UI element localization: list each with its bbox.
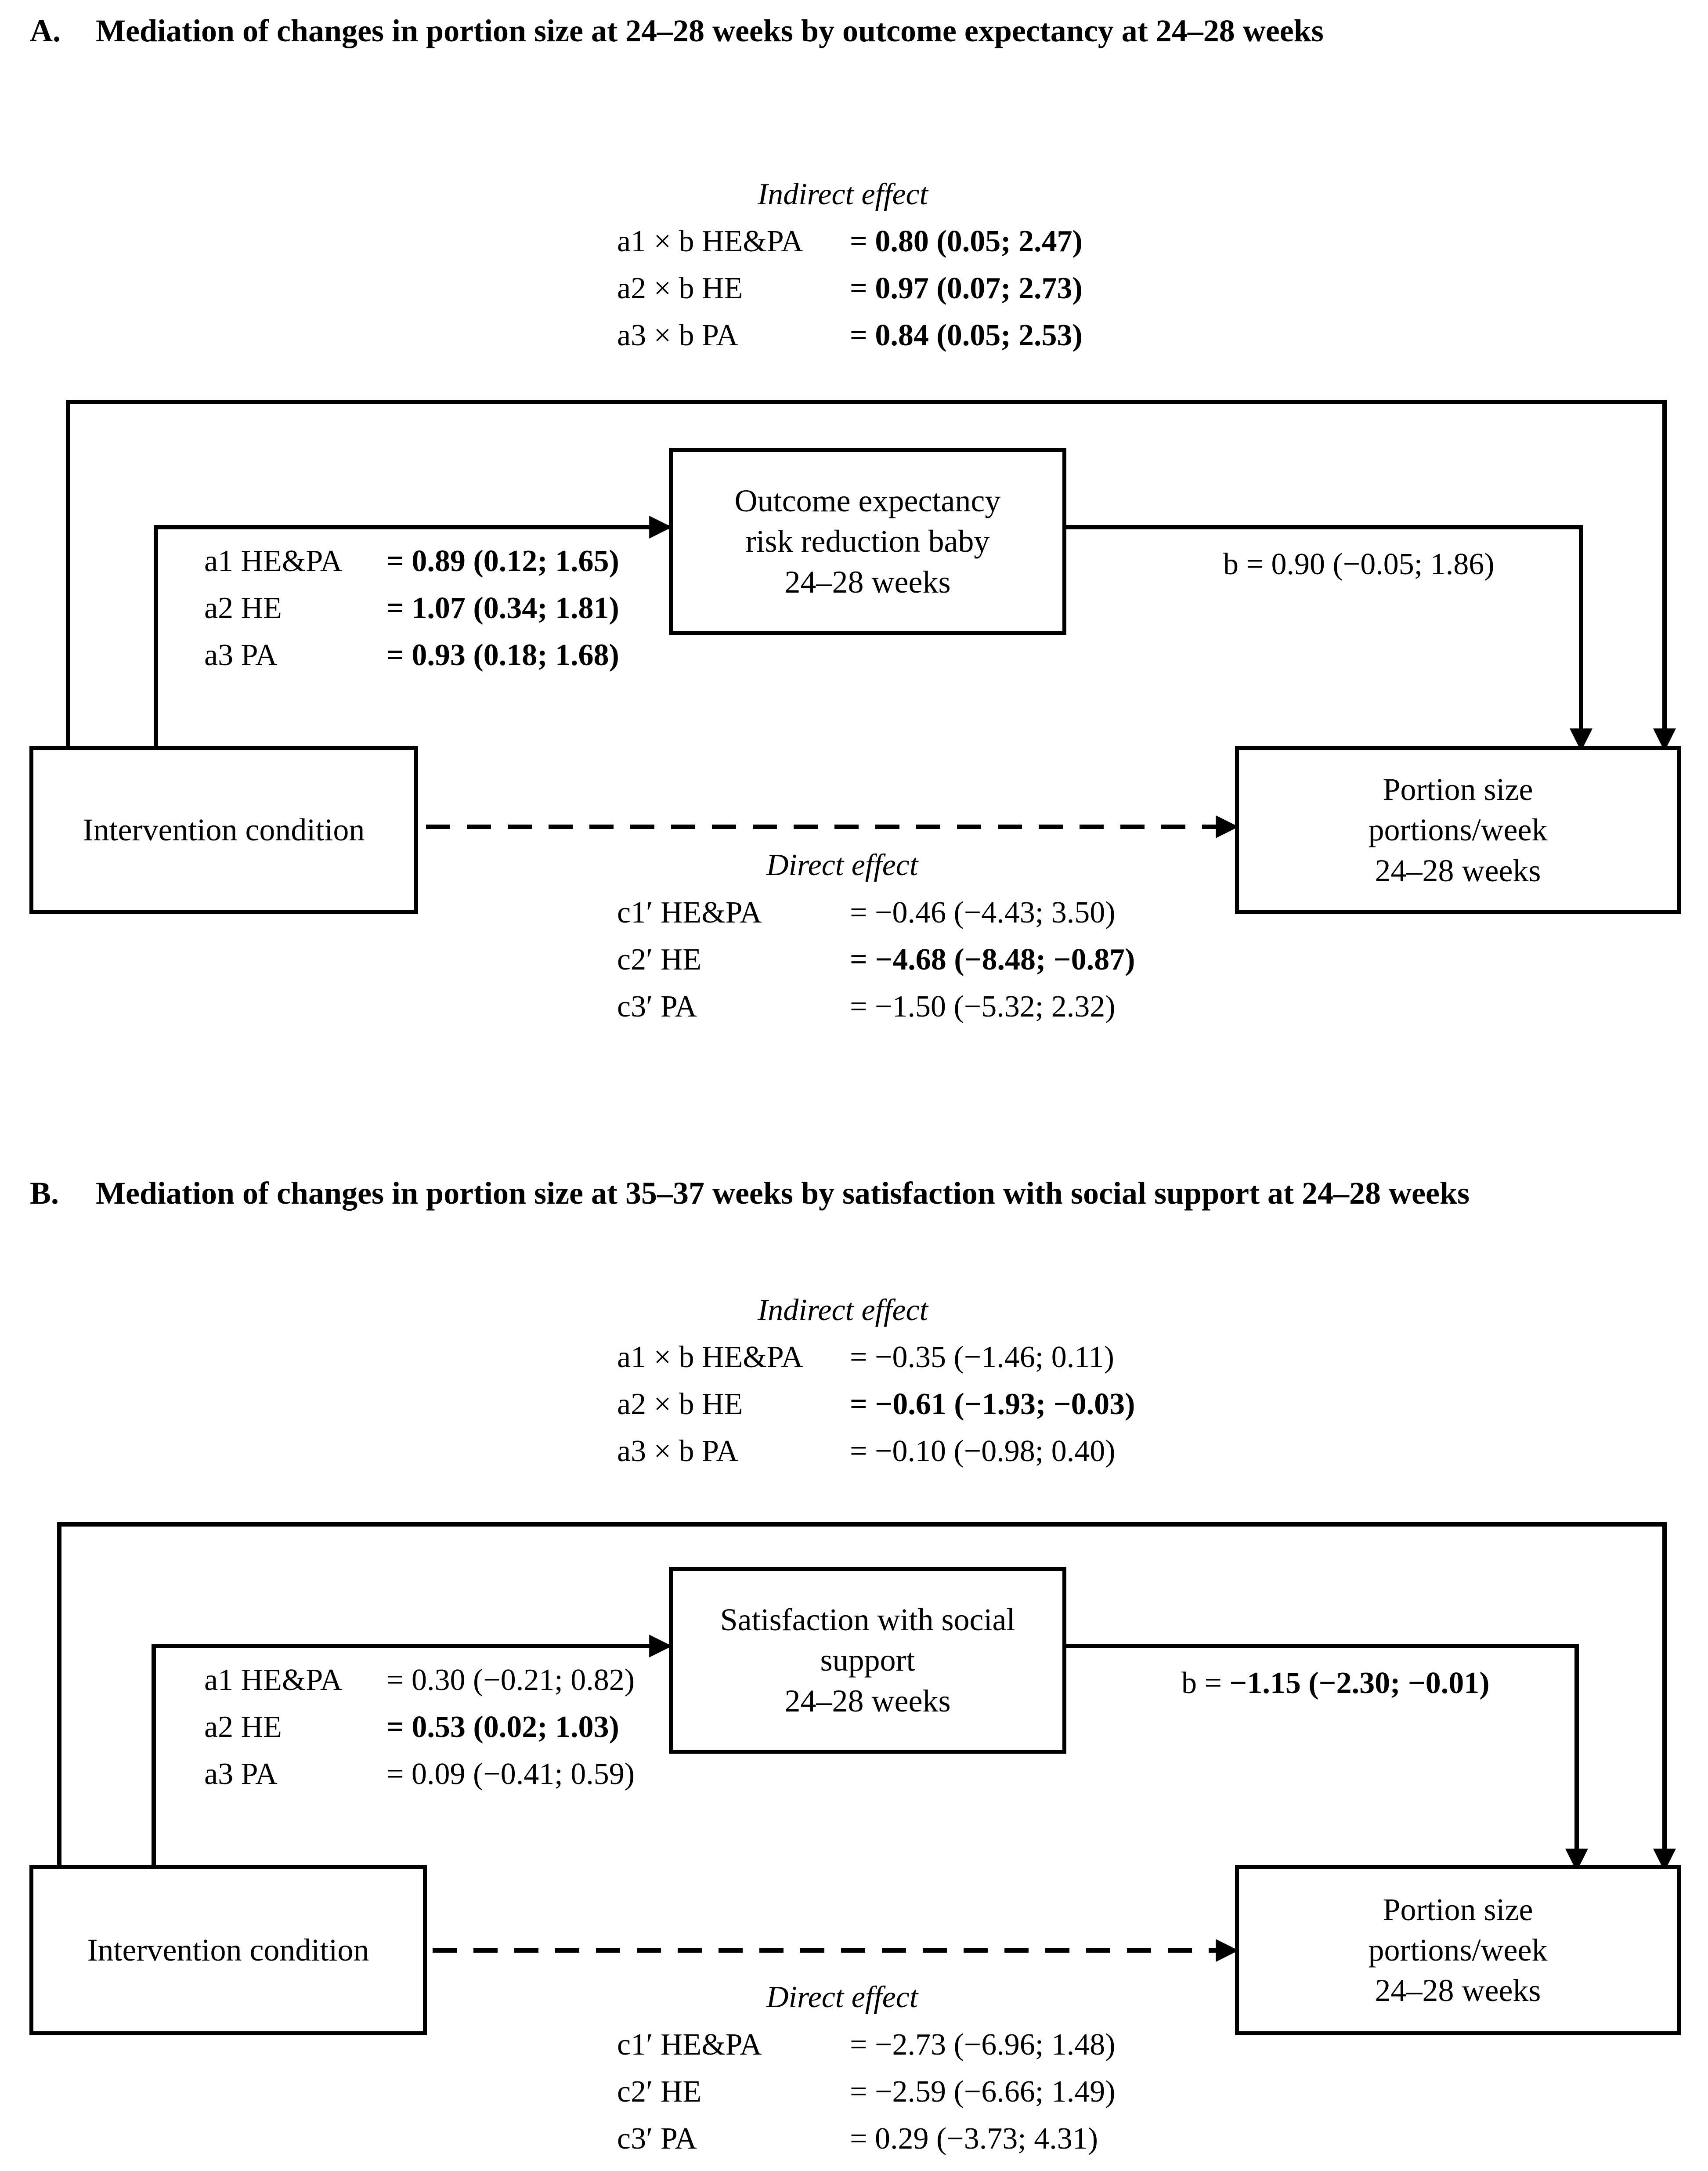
panel-b-direct-label-3: c3′ PA bbox=[617, 2122, 697, 2156]
panel-b-outer-path bbox=[57, 1522, 1676, 1872]
panel-a-indirect-heading: Indirect effect bbox=[758, 177, 928, 211]
panel-a-outcome-line-1: Portion size bbox=[1383, 772, 1533, 807]
panel-a-direct-label-2: c2′ HE bbox=[617, 943, 702, 977]
panel-a-b-path: b = 0.90 (−0.05; 1.86) bbox=[1223, 549, 1495, 580]
panel-a-a3-value: = 0.93 (0.18; 1.68) bbox=[386, 638, 619, 672]
panel-b-mediator-box: Satisfaction with social support 24–28 w… bbox=[669, 1567, 1066, 1754]
panel-a-outer-path bbox=[66, 400, 1676, 752]
panel-a-a2-value: = 1.07 (0.34; 1.81) bbox=[386, 591, 619, 625]
panel-b-indirect-label-2: a2 × b HE bbox=[617, 1387, 743, 1421]
panel-a-mediator-box: Outcome expectancy risk reduction baby 2… bbox=[669, 448, 1066, 635]
panel-a-direct-value-3: = −1.50 (−5.32; 2.32) bbox=[850, 990, 1116, 1024]
panel-b-indirect-value-1: = −0.35 (−1.46; 0.11) bbox=[850, 1340, 1114, 1374]
panel-a-direct-heading: Direct effect bbox=[766, 848, 918, 882]
panel-b-a2-value: = 0.53 (0.02; 1.03) bbox=[386, 1710, 619, 1744]
panel-b-intervention-box: Intervention condition bbox=[29, 1865, 427, 2035]
panel-a-a3-label: a3 PA bbox=[204, 638, 278, 672]
panel-a-indirect-value-1: = 0.80 (0.05; 2.47) bbox=[850, 224, 1083, 258]
panel-a-intervention-label: Intervention condition bbox=[83, 812, 365, 848]
panel-a-connectors bbox=[66, 400, 1676, 838]
panel-b-intervention-label: Intervention condition bbox=[87, 1932, 369, 1968]
panel-b-indirect-label-1: a1 × b HE&PA bbox=[617, 1340, 803, 1374]
panel-b-indirect-label-3: a3 × b PA bbox=[617, 1434, 739, 1468]
panel-b-b-value: −1.15 (−2.30; −0.01) bbox=[1229, 1666, 1490, 1700]
panel-b-a3-label: a3 PA bbox=[204, 1757, 278, 1791]
panel-a-direct-label-3: c3′ PA bbox=[617, 990, 697, 1024]
panel-b-outcome-line-2: portions/week bbox=[1368, 1932, 1548, 1968]
panel-a-intervention-box: Intervention condition bbox=[29, 746, 418, 914]
panel-b-a1-label: a1 HE&PA bbox=[204, 1663, 343, 1697]
panel-b-b-label: b = bbox=[1181, 1666, 1230, 1700]
panel-a-mediator-line-3: 24–28 weeks bbox=[784, 564, 951, 600]
panel-a-direct-value-1: = −0.46 (−4.43; 3.50) bbox=[850, 896, 1116, 930]
panel-a-outcome-line-2: portions/week bbox=[1368, 812, 1548, 848]
panel-a-indirect-label-3: a3 × b PA bbox=[617, 318, 739, 352]
panel-a-b-label: b = bbox=[1223, 547, 1271, 581]
panel-b-a2-label: a2 HE bbox=[204, 1710, 282, 1744]
panel-a-indirect-value-2: = 0.97 (0.07; 2.73) bbox=[850, 271, 1083, 305]
panel-a-indirect-value-3: = 0.84 (0.05; 2.53) bbox=[850, 318, 1083, 352]
panel-a-direct-label-1: c1′ HE&PA bbox=[617, 896, 762, 930]
panel-a-a1-label: a1 HE&PA bbox=[204, 544, 343, 578]
panel-b-letter: B. bbox=[30, 1176, 59, 1211]
panel-b-direct-value-1: = −2.73 (−6.96; 1.48) bbox=[850, 2028, 1116, 2062]
panel-b-mediator-line-1: Satisfaction with social bbox=[720, 1602, 1015, 1638]
panel-a-indirect-label-2: a2 × b HE bbox=[617, 271, 743, 305]
panel-a-b-path-arrow bbox=[1065, 525, 1592, 752]
panel-a-mediator-line-1: Outcome expectancy bbox=[734, 483, 1001, 519]
panel-b-connectors bbox=[57, 1522, 1676, 1962]
panel-b-direct-label-2: c2′ HE bbox=[617, 2075, 702, 2109]
panel-b-indirect-value-3: = −0.10 (−0.98; 0.40) bbox=[850, 1434, 1116, 1468]
panel-b-mediator-line-2: support bbox=[820, 1643, 915, 1678]
panel-a-b-value: 0.90 (−0.05; 1.86) bbox=[1271, 547, 1495, 581]
panel-b-direct-value-2: = −2.59 (−6.66; 1.49) bbox=[850, 2075, 1116, 2109]
panel-b-a1-value: = 0.30 (−0.21; 0.82) bbox=[386, 1663, 635, 1697]
panel-a-mediator-line-2: risk reduction baby bbox=[745, 524, 990, 559]
panel-b-b-path-arrow bbox=[1065, 1644, 1588, 1872]
panel-b-outcome-line-3: 24–28 weeks bbox=[1375, 1973, 1541, 2008]
panel-b-a3-value: = 0.09 (−0.41; 0.59) bbox=[386, 1757, 635, 1791]
panel-b-indirect-value-2: = −0.61 (−1.93; −0.03) bbox=[850, 1387, 1135, 1421]
panel-b-title: Mediation of changes in portion size at … bbox=[96, 1176, 1470, 1211]
panel-a-a-path-arrow bbox=[154, 516, 672, 747]
panel-a-direct-value-2: = −4.68 (−8.48; −0.87) bbox=[850, 943, 1135, 977]
panel-a-outcome-box: Portion size portions/week 24–28 weeks bbox=[1235, 746, 1681, 914]
panel-b-direct-label-1: c1′ HE&PA bbox=[617, 2028, 762, 2062]
panel-a-a2-label: a2 HE bbox=[204, 591, 282, 625]
panel-b-mediator-line-3: 24–28 weeks bbox=[784, 1683, 951, 1719]
panel-b-indirect-heading: Indirect effect bbox=[758, 1293, 928, 1327]
panel-a-title: Mediation of changes in portion size at … bbox=[96, 13, 1324, 48]
panel-b-b-path: b = −1.15 (−2.30; −0.01) bbox=[1181, 1668, 1490, 1699]
panel-b-a-path-arrow bbox=[152, 1635, 672, 1867]
panel-b-direct-heading: Direct effect bbox=[766, 1980, 918, 2014]
panel-a-outcome-line-3: 24–28 weeks bbox=[1375, 853, 1541, 888]
panel-b-outcome-box: Portion size portions/week 24–28 weeks bbox=[1235, 1865, 1681, 2035]
panel-b-outcome-line-1: Portion size bbox=[1383, 1892, 1533, 1927]
panel-a-a1-value: = 0.89 (0.12; 1.65) bbox=[386, 544, 619, 578]
panel-a-letter: A. bbox=[30, 13, 61, 48]
panel-b-direct-value-3: = 0.29 (−3.73; 4.31) bbox=[850, 2122, 1098, 2156]
panel-a-indirect-label-1: a1 × b HE&PA bbox=[617, 224, 803, 258]
